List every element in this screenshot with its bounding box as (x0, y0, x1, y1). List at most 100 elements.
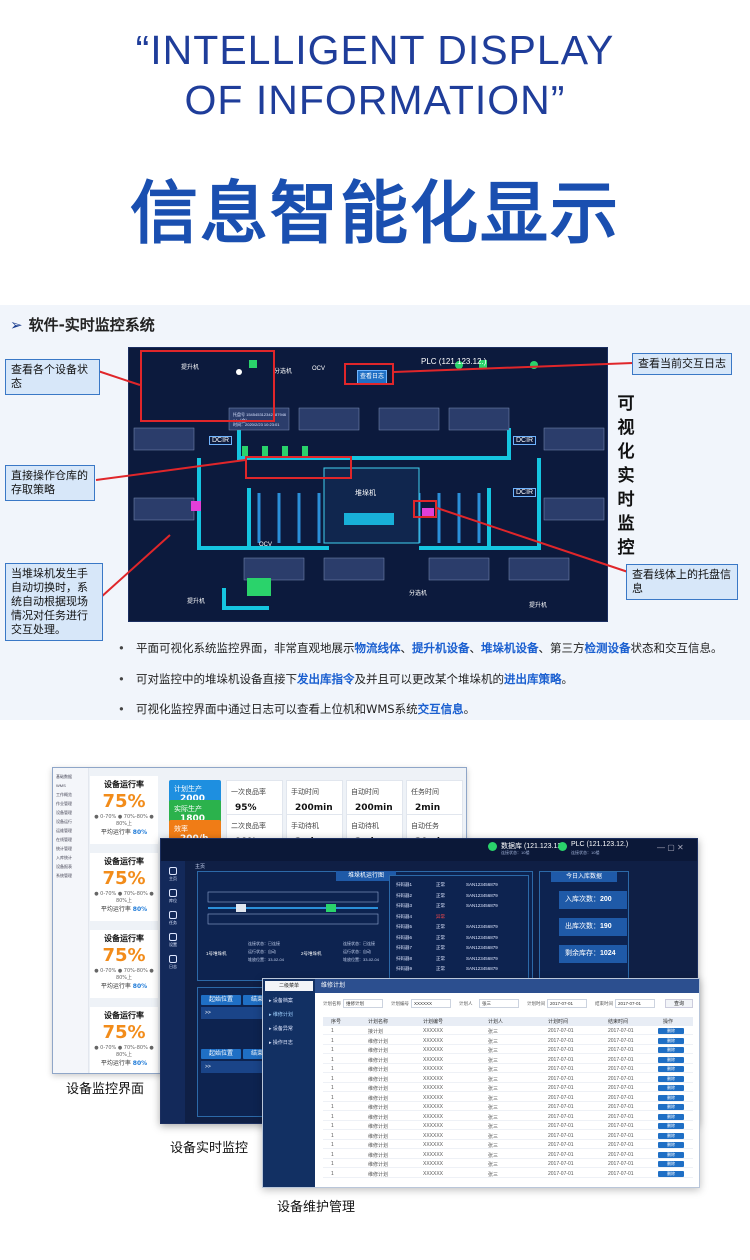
table-column-header: 计划人 (488, 1019, 504, 1025)
nav-label: 任务 (169, 920, 177, 925)
delete-button[interactable]: 删除 (658, 1075, 684, 1082)
metric-label: 二次良品率 (231, 822, 266, 830)
filter-input[interactable]: 维修计划 (343, 999, 383, 1008)
metric-label: 自动待机 (351, 822, 379, 830)
sidebar-item[interactable]: WMS (56, 783, 66, 788)
delete-button[interactable]: 删除 (658, 1066, 684, 1072)
station-label-1: 提升机 (187, 599, 206, 605)
table-cell: XXXXXX (423, 1075, 444, 1082)
table-cell: 张三 (488, 1105, 499, 1111)
nav-item[interactable]: 任务 (161, 911, 185, 926)
delete-button[interactable]: 删除 (658, 1028, 684, 1034)
pallet-highlight (413, 500, 437, 518)
filter-input[interactable]: 张三 (479, 999, 519, 1008)
plain-text: 、第三方 (538, 641, 585, 655)
win3-tab[interactable]: 二级菜单 (265, 981, 313, 991)
table-header: 序号计划名称计划编号计划人计划时间结束时间操作 (323, 1017, 693, 1026)
stacker-state: 连接状态：已连接 (248, 941, 280, 946)
maint-sidebar-item[interactable]: ▸ 设备档案 (269, 998, 293, 1004)
scanner-state: 正常 (436, 934, 445, 940)
table-cell: 2017-07-01 (608, 1132, 634, 1139)
highlight-text: 堆垛机设备 (481, 641, 539, 655)
metric-card: 一次良品率95% (226, 780, 283, 820)
table-cell: 2017-07-01 (608, 1056, 634, 1063)
delete-button[interactable]: 删除 (658, 1151, 684, 1158)
nav-item[interactable]: 库位 (161, 889, 185, 904)
scanner-code: SAN123456879 (466, 882, 498, 887)
delete-button[interactable]: 删除 (658, 1037, 684, 1044)
avg-rate-value: 80% (132, 1060, 148, 1067)
delete-button[interactable]: 删除 (658, 1132, 684, 1139)
window-controls[interactable]: — ▢ ✕ (657, 843, 684, 852)
stacker-state: 连接状态：已连接 (343, 941, 375, 946)
sidebar-item[interactable]: 作业管理 (56, 801, 72, 806)
table-column-header: 结束时间 (608, 1019, 629, 1025)
delete-button[interactable]: 删除 (658, 1161, 684, 1167)
db-label: 数据库 (121.123.12.) (501, 843, 566, 850)
delete-button[interactable]: 删除 (658, 1170, 684, 1177)
sidebar-item[interactable]: 入库统计 (56, 855, 72, 860)
scanner-code: SAN123456879 (466, 945, 498, 950)
delete-button[interactable]: 删除 (658, 1113, 684, 1120)
plain-text: 可对监控中的堆垛机设备直接下 (136, 672, 297, 686)
table-cell: 2017-07-01 (548, 1151, 574, 1158)
station-label-2: 分选机 (409, 591, 428, 597)
nav-item[interactable]: 设置 (161, 933, 185, 948)
filter-input[interactable]: XXXXXX (411, 999, 451, 1008)
filter-input[interactable]: 2017-07-01 (615, 999, 655, 1008)
callout-direct-operate: 直接操作仓库的存取策略 (5, 465, 95, 501)
plc-status: 连接状态：10楼 (571, 850, 600, 855)
scanner-state: 正常 (436, 882, 445, 887)
nav-item[interactable]: 主页 (161, 867, 185, 882)
bullet-text: 可视化监控界面中通过日志可以查看上位机和WMS系统交互信息。 (136, 702, 475, 716)
sidebar-item[interactable]: 系统管理 (56, 873, 72, 878)
table-cell: 2017-07-01 (548, 1113, 574, 1120)
maint-sidebar-item[interactable]: ▸ 维修计划 (269, 1012, 293, 1018)
maint-sidebar-item[interactable]: ▸ 设备异常 (269, 1026, 293, 1032)
delete-button[interactable]: 删除 (658, 1094, 684, 1101)
delete-button[interactable]: 删除 (658, 1085, 684, 1091)
sidebar-item[interactable]: 基础数据 (56, 774, 72, 779)
start-position-header-2: 起始位置 (201, 1049, 241, 1059)
vertical-label: 可 视 化 实 时 监 控 (614, 392, 638, 560)
run-rate-scale: ● 0-70% ● 70%-80% ● 80%上 (94, 814, 154, 827)
sidebar-item[interactable]: 在线管理 (56, 837, 72, 842)
maint-sidebar-item[interactable]: ▸ 操作日志 (269, 1040, 293, 1046)
filter-input[interactable]: 2017-07-01 (547, 999, 587, 1008)
vertical-char: 视 (617, 418, 635, 438)
delete-button[interactable]: 删除 (658, 1123, 684, 1129)
table-cell: 维修计划 (368, 1171, 389, 1178)
sidebar-item[interactable]: 统计管理 (56, 846, 72, 851)
plain-text: 、 (469, 641, 482, 655)
sidebar-item[interactable]: 工作概览 (56, 792, 72, 797)
delete-button[interactable]: 删除 (658, 1104, 684, 1110)
nav-item[interactable]: 日志 (161, 955, 185, 970)
sidebar-item[interactable]: 设备运行 (56, 819, 72, 824)
plain-text: 。 (561, 672, 574, 686)
run-rate-value: 75% (102, 868, 146, 889)
vertical-char: 可 (617, 394, 635, 414)
sidebar-item[interactable]: 设备报表 (56, 864, 72, 869)
rack-info-time: 时间：2020/2/23 10:23:01 (233, 422, 280, 427)
delete-button[interactable]: 删除 (658, 1056, 684, 1063)
table-cell: 2017-07-01 (608, 1123, 634, 1129)
caption-maintenance: 设备维护管理 (277, 1200, 356, 1215)
stacker-pos: 堆放位置：33-02-04 (248, 957, 285, 962)
bullet-text: 平面可视化系统监控界面，非常直观地展示物流线体、提升机设备、堆垛机设备、第三方检… (136, 641, 723, 655)
nav-label: 库位 (169, 898, 177, 903)
sidebar-item[interactable]: 运维管理 (56, 828, 72, 833)
query-button[interactable]: 查询 (665, 999, 693, 1008)
delete-button[interactable]: 删除 (658, 1047, 684, 1053)
bullet-3: •可视化监控界面中通过日志可以查看上位机和WMS系统交互信息。 (118, 701, 738, 717)
delete-button[interactable]: 删除 (658, 1142, 684, 1148)
avg-rate-value: 80% (132, 829, 148, 836)
sidebar-item[interactable]: 设备管理 (56, 810, 72, 815)
table-cell: 接计划 (368, 1029, 384, 1035)
plc-status-label: PLC (121.123.12.) (421, 357, 487, 366)
table-cell: 张三 (488, 1162, 499, 1168)
table-cell: XXXXXX (423, 1123, 444, 1129)
